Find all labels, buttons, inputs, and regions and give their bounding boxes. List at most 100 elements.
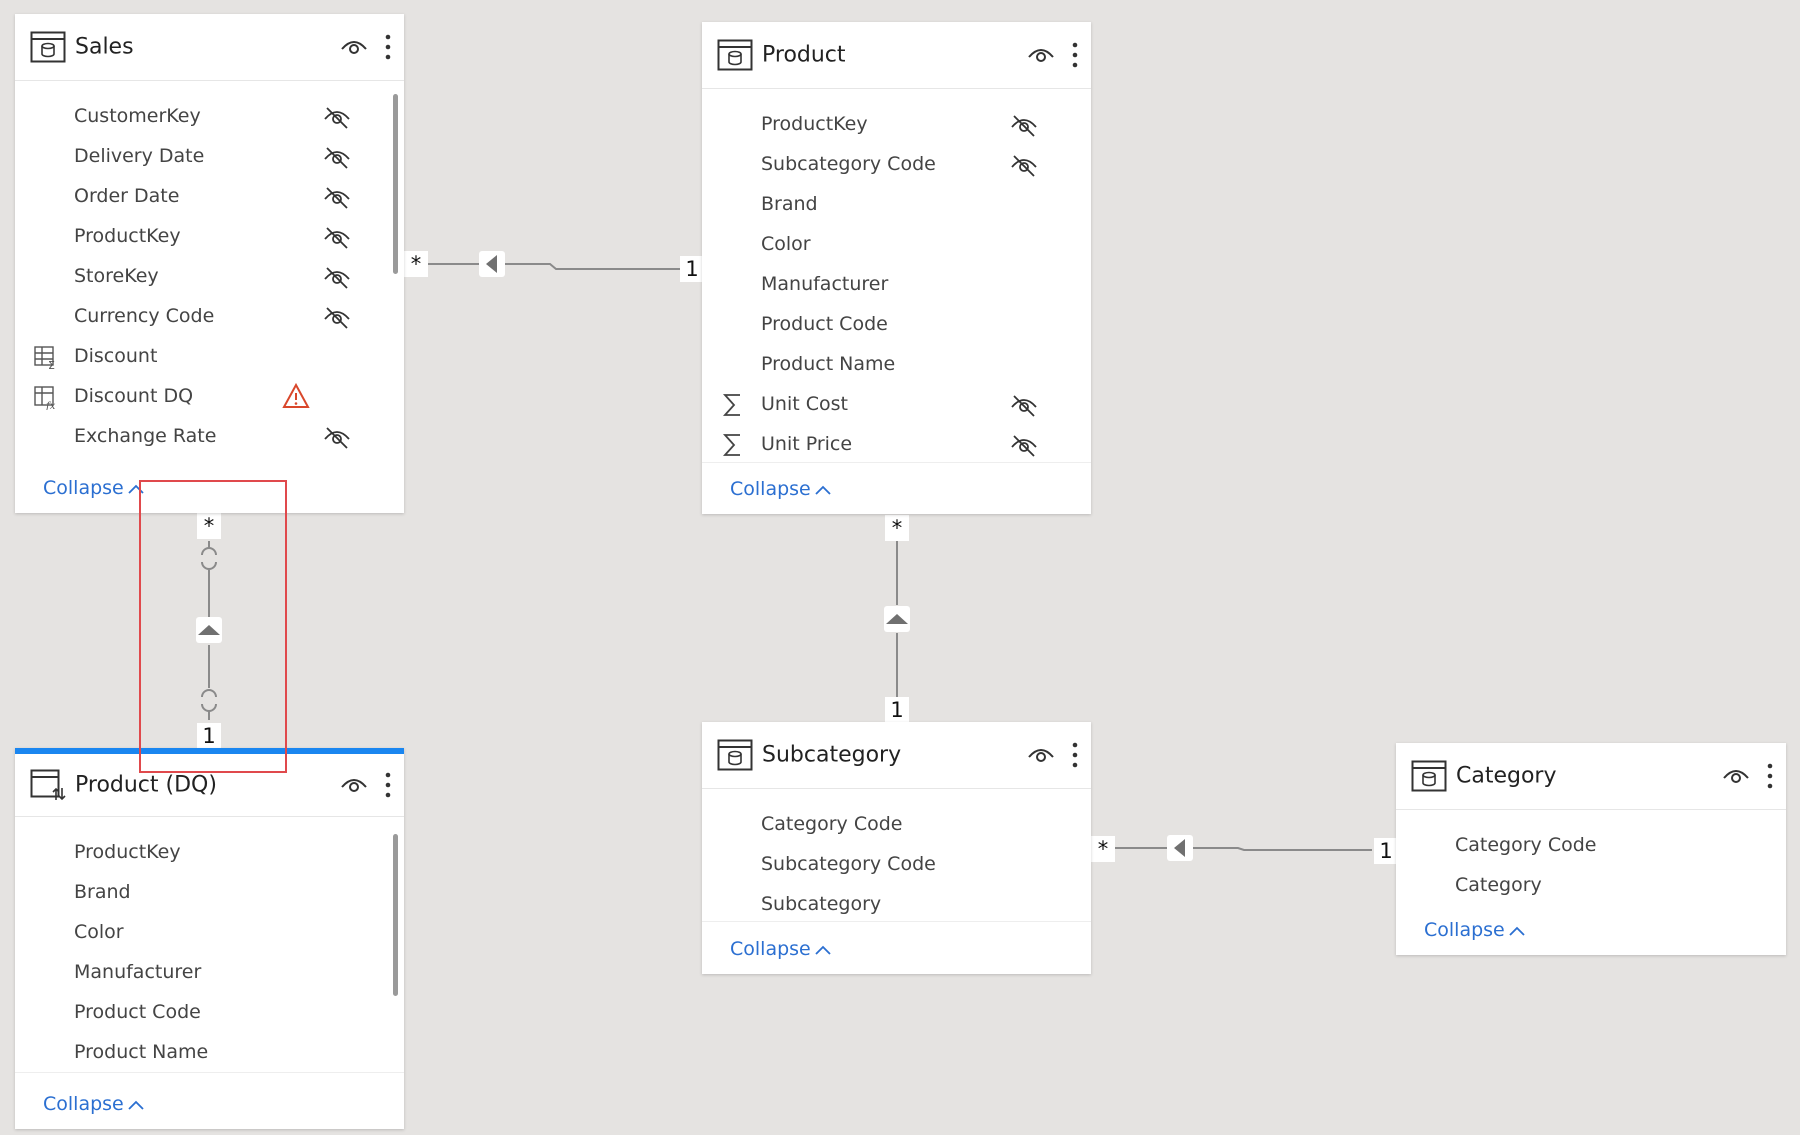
eye-icon[interactable] — [1027, 745, 1055, 765]
filter-direction-up-icon[interactable] — [884, 606, 910, 632]
field-row[interactable]: Category Code — [1396, 826, 1786, 866]
field-row[interactable]: Color — [15, 913, 404, 953]
field-row[interactable]: Unit Price — [702, 425, 1091, 465]
collapse-link[interactable]: Collapse — [43, 1093, 145, 1115]
divider — [15, 1072, 404, 1073]
table-header[interactable]: Sales — [15, 14, 404, 81]
field-list: CustomerKey Delivery Date Order Date Pro… — [15, 81, 404, 457]
table-card-product-dq[interactable]: Product (DQ) ProductKey Brand Color Manu… — [15, 748, 404, 1129]
hidden-eye-icon[interactable] — [322, 185, 352, 209]
hidden-eye-icon[interactable] — [1009, 113, 1039, 137]
field-row[interactable]: Color — [702, 225, 1091, 265]
chevron-up-icon — [815, 485, 831, 495]
field-name: Exchange Rate — [74, 425, 217, 447]
field-row[interactable]: Category Code — [702, 805, 1091, 845]
field-row[interactable]: Order Date — [15, 177, 404, 217]
filter-direction-left-icon[interactable] — [1167, 835, 1193, 861]
field-list: ProductKey Brand Color Manufacturer Prod… — [15, 817, 404, 1073]
field-list: Category Code Category — [1396, 810, 1786, 906]
field-name: Currency Code — [74, 305, 215, 327]
field-row[interactable]: StoreKey — [15, 257, 404, 297]
cardinality-many-marker: * — [197, 513, 221, 539]
hidden-eye-icon[interactable] — [322, 305, 352, 329]
collapse-link[interactable]: Collapse — [730, 938, 832, 960]
hidden-eye-icon[interactable] — [1009, 433, 1039, 457]
more-options-icon[interactable] — [1766, 763, 1774, 789]
collapse-link[interactable]: Collapse — [1424, 919, 1526, 941]
filter-direction-up-icon[interactable] — [196, 617, 222, 643]
field-name: Product Code — [761, 313, 888, 335]
field-row[interactable]: Brand — [15, 873, 404, 913]
filter-direction-left-icon[interactable] — [479, 251, 505, 277]
field-row[interactable]: Subcategory Code — [702, 845, 1091, 885]
eye-icon[interactable] — [1722, 766, 1750, 786]
field-row[interactable]: Product Name — [702, 345, 1091, 385]
field-row[interactable]: CustomerKey — [15, 97, 404, 137]
more-options-icon[interactable] — [1071, 42, 1079, 68]
warning-icon[interactable] — [282, 383, 310, 409]
cardinality-one-marker: 1 — [1374, 838, 1398, 864]
table-card-category[interactable]: Category Category Code Category Collapse — [1396, 743, 1786, 955]
field-row[interactable]: fx Discount DQ — [15, 377, 404, 417]
scrollbar[interactable] — [393, 94, 398, 274]
eye-icon[interactable] — [340, 37, 368, 57]
table-header[interactable]: Subcategory — [702, 722, 1091, 789]
table-card-subcategory[interactable]: Subcategory Category Code Subcategory Co… — [702, 722, 1091, 974]
collapse-link[interactable]: Collapse — [730, 478, 832, 500]
field-name: Brand — [761, 193, 818, 215]
field-row[interactable]: Exchange Rate — [15, 417, 404, 457]
field-row[interactable]: Delivery Date — [15, 137, 404, 177]
table-card-product[interactable]: Product ProductKey Subcategory Code Bran… — [702, 22, 1091, 514]
field-row[interactable]: Subcategory Code — [702, 145, 1091, 185]
hidden-eye-icon[interactable] — [322, 145, 352, 169]
divider — [702, 921, 1091, 922]
field-name: StoreKey — [74, 265, 159, 287]
field-row[interactable]: Σ Discount — [15, 337, 404, 377]
hidden-eye-icon[interactable] — [1009, 393, 1039, 417]
hidden-eye-icon[interactable] — [322, 105, 352, 129]
field-name: Subcategory Code — [761, 153, 936, 175]
field-row[interactable]: Subcategory — [702, 885, 1091, 925]
cardinality-many-marker: * — [404, 251, 428, 277]
cardinality-one-marker: 1 — [680, 256, 704, 282]
field-name: Product Code — [74, 1001, 201, 1023]
table-header[interactable]: Product (DQ) — [15, 754, 404, 817]
field-name: Subcategory — [761, 893, 882, 915]
table-title: Product — [762, 42, 846, 68]
field-row[interactable]: Currency Code — [15, 297, 404, 337]
field-list: Category Code Subcategory Code Subcatego… — [702, 789, 1091, 925]
field-row[interactable]: Product Code — [15, 993, 404, 1033]
field-name: Delivery Date — [74, 145, 205, 167]
hidden-eye-icon[interactable] — [1009, 153, 1039, 177]
cardinality-one-marker: 1 — [197, 723, 221, 749]
collapse-link[interactable]: Collapse — [43, 477, 145, 499]
hidden-eye-icon[interactable] — [322, 425, 352, 449]
field-row[interactable]: Product Name — [15, 1033, 404, 1073]
table-header[interactable]: Category — [1396, 743, 1786, 810]
field-row[interactable]: ProductKey — [702, 105, 1091, 145]
field-row[interactable]: Manufacturer — [702, 265, 1091, 305]
scrollbar[interactable] — [393, 834, 398, 996]
more-options-icon[interactable] — [384, 34, 392, 60]
eye-icon[interactable] — [340, 775, 368, 795]
more-options-icon[interactable] — [1071, 742, 1079, 768]
table-header[interactable]: Product — [702, 22, 1091, 89]
eye-icon[interactable] — [1027, 45, 1055, 65]
table-card-sales[interactable]: Sales CustomerKey Delivery Date Order Da… — [15, 14, 404, 513]
table-title: Subcategory — [762, 742, 902, 768]
hidden-eye-icon[interactable] — [322, 225, 352, 249]
chevron-up-icon — [128, 1100, 144, 1110]
sigma-icon — [722, 394, 740, 416]
field-row[interactable]: Manufacturer — [15, 953, 404, 993]
field-row[interactable]: Brand — [702, 185, 1091, 225]
directquery-table-icon — [30, 769, 66, 801]
field-row[interactable]: ProductKey — [15, 833, 404, 873]
field-name: Discount DQ — [74, 385, 194, 407]
field-row[interactable]: Product Code — [702, 305, 1091, 345]
more-options-icon[interactable] — [384, 772, 392, 798]
field-row[interactable]: Unit Cost — [702, 385, 1091, 425]
field-row[interactable]: ProductKey — [15, 217, 404, 257]
hidden-eye-icon[interactable] — [322, 265, 352, 289]
field-row[interactable]: Category — [1396, 866, 1786, 906]
